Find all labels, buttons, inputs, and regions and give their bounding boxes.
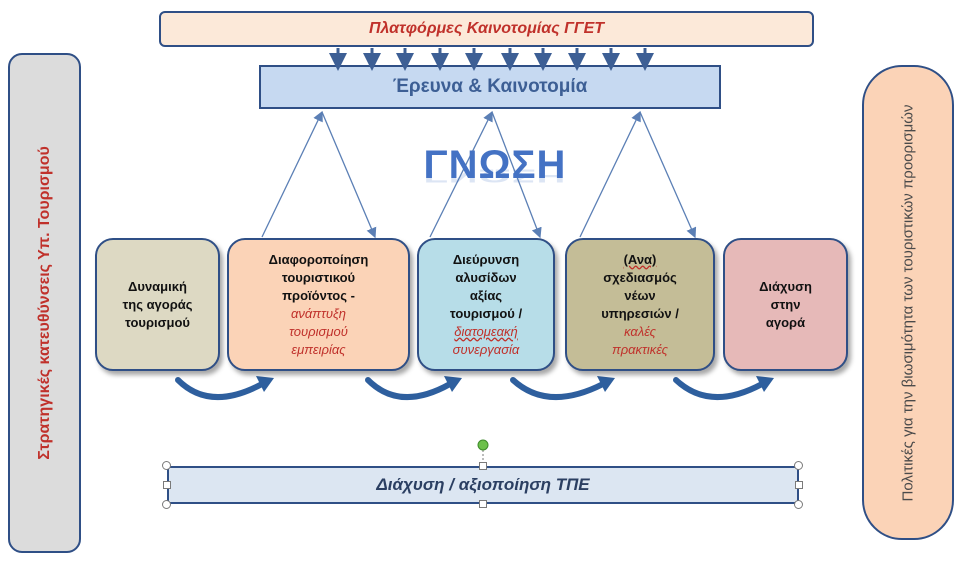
box3-italic1: διατομεακή: [454, 323, 518, 339]
box3-line1: Διεύρυνση: [452, 251, 520, 267]
innovation-platforms-label: Πλατφόρμες Καινοτομίας ΓΓΕΤ: [368, 20, 605, 37]
box-product-differentiation: Διαφοροποίηση τουριστικού προϊόντος - αν…: [227, 238, 410, 371]
platform-down-arrows: [329, 48, 654, 71]
box1-line2: της αγοράς: [122, 296, 193, 312]
resize-handle-top-right[interactable]: [794, 461, 803, 470]
resize-handle-top-left[interactable]: [162, 461, 171, 470]
box2-italic2: τουρισμού: [289, 323, 348, 339]
box4-line1: σχεδιασμός: [603, 269, 677, 285]
box4-italic2: πρακτικές: [611, 341, 668, 357]
box3-line3: αξίας: [469, 287, 503, 303]
box4-italic1: καλές: [624, 323, 656, 339]
box2-italic3: εμπειρίας: [291, 341, 346, 357]
ict-diffusion-label: Διάχυση / αξιοποίηση ΤΠΕ: [376, 475, 590, 494]
box2-line3: προϊόντος -: [282, 287, 355, 303]
box2-line2: τουριστικού: [281, 269, 356, 285]
box5-line3: αγορά: [765, 314, 806, 330]
research-innovation-label: Έρευνα & Καινοτομία: [392, 76, 588, 97]
resize-handle-bottom-left[interactable]: [162, 500, 171, 509]
sustainability-policies-banner: Πολιτικές για την βιωσιμότητα των τουρισ…: [862, 65, 954, 540]
innovation-platforms-bar: Πλατφόρμες Καινοτομίας ΓΓΕΤ: [159, 11, 814, 47]
resize-handle-right[interactable]: [795, 481, 803, 489]
resize-handle-bottom-right[interactable]: [794, 500, 803, 509]
box4-line2: νέων: [624, 287, 656, 303]
box5-line2: στην: [770, 296, 801, 312]
box1-line3: τουρισμού: [125, 314, 190, 330]
box1-line1: Δυναμική: [128, 278, 187, 294]
box4-line3: υπηρεσιών /: [601, 305, 679, 321]
box2-line1: Διαφοροποίηση: [268, 251, 369, 267]
box-service-redesign: (Ανα) σχεδιασμός νέων υπηρεσιών / καλές …: [565, 238, 715, 371]
knowledge-exchange-lines: [261, 110, 697, 239]
knowledge-title-reflection: ΓΝΩΣΗ: [423, 165, 567, 185]
resize-handle-top[interactable]: [479, 462, 487, 470]
flow-curved-arrows: [175, 377, 765, 401]
resize-handle-bottom[interactable]: [479, 500, 487, 508]
strategic-directions-banner: Στρατηγικές κατευθύνσεις Υπ. Τουρισμού: [8, 53, 81, 553]
rotation-handle[interactable]: [477, 439, 489, 451]
research-innovation-box: Έρευνα & Καινοτομία: [259, 65, 721, 109]
box-market-diffusion: Διάχυση στην αγορά: [723, 238, 848, 371]
knowledge-title: ΓΝΩΣΗ: [423, 143, 567, 187]
ict-diffusion-bar[interactable]: Διάχυση / αξιοποίηση ΤΠΕ: [167, 466, 799, 504]
box5-line1: Διάχυση: [759, 278, 812, 294]
box2-italic1: ανάπτυξη: [290, 305, 347, 321]
box-value-chain-expansion: Διεύρυνση αλυσίδων αξίας τουρισμού / δια…: [417, 238, 555, 371]
box4-prefix: (Ανα): [623, 251, 657, 267]
box-tourism-market-dynamics: Δυναμική της αγοράς τουρισμού: [95, 238, 220, 371]
flow-arrowheads: [256, 376, 774, 392]
box3-line2: αλυσίδων: [455, 269, 517, 285]
resize-handle-left[interactable]: [163, 481, 171, 489]
box3-line4: τουρισμού /: [449, 305, 523, 321]
box3-italic2: συνεργασία: [452, 341, 520, 357]
